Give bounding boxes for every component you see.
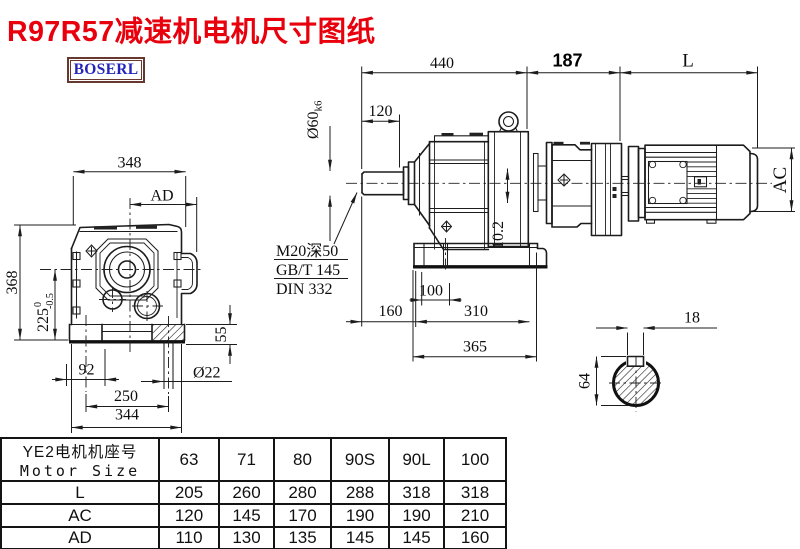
page-title: R97R57减速机电机尺寸图纸 [7, 16, 376, 48]
dim-344: 344 [115, 407, 139, 424]
brand-logo: BOSERL [67, 57, 145, 83]
dim-310: 310 [464, 303, 488, 320]
table-header-row: YE2电机机座号 Motor Size 63 71 80 90S 90L 100 [0, 437, 507, 482]
front-view: 348 AD 368 2250-0.5 92 250 344 [4, 155, 237, 433]
dim-10-2: 10.2 [490, 221, 507, 249]
motor-size-table: YE2电机机座号 Motor Size 63 71 80 90S 90L 100… [0, 437, 507, 549]
table-row: L 205 260 280 288 318 318 [0, 480, 507, 505]
dim-l: L [682, 51, 694, 72]
row-label-ac: AC [0, 503, 160, 528]
side-view: 10.2 [274, 51, 795, 362]
dim-160: 160 [379, 303, 403, 320]
dim-64: 64 [577, 373, 594, 389]
dim-18: 18 [684, 310, 700, 327]
col-90s: 90S [330, 437, 390, 482]
note-din: DIN 332 [276, 281, 332, 298]
col-80: 80 [273, 437, 332, 482]
dim-365: 365 [463, 339, 487, 356]
dim-250: 250 [114, 388, 138, 405]
dim-348: 348 [118, 155, 142, 172]
col-90l: 90L [388, 437, 445, 482]
table-header-cell: YE2电机机座号 Motor Size [0, 437, 160, 482]
dim-187: 187 [552, 51, 582, 71]
col-71: 71 [218, 437, 275, 482]
col-100: 100 [443, 437, 507, 482]
note-thread: M20深50 [276, 242, 338, 260]
dim-92: 92 [79, 362, 95, 379]
note-gbt: GB/T 145 [276, 262, 340, 279]
shaft-section-view: 18 64 [577, 310, 717, 412]
dim-55: 55 [213, 327, 230, 343]
dim-100: 100 [419, 283, 443, 300]
table-row: AC 120 145 170 190 190 210 [0, 503, 507, 528]
dim-ac: AC [770, 167, 791, 193]
col-63: 63 [158, 437, 220, 482]
dim-shaft-dia: Ø60k6 [305, 100, 325, 139]
table-row: AD 110 130 135 145 145 160 [0, 526, 507, 549]
dim-120: 120 [369, 103, 393, 120]
row-label-l: L [0, 480, 160, 505]
dim-440: 440 [430, 55, 454, 72]
dim-ad: AD [150, 188, 173, 205]
brand-logo-text: BOSERL [73, 61, 139, 78]
dim-225: 2250-0.5 [33, 293, 56, 332]
dim-368: 368 [4, 271, 21, 295]
row-label-ad: AD [0, 526, 160, 549]
dim-o22: Ø22 [193, 365, 221, 382]
